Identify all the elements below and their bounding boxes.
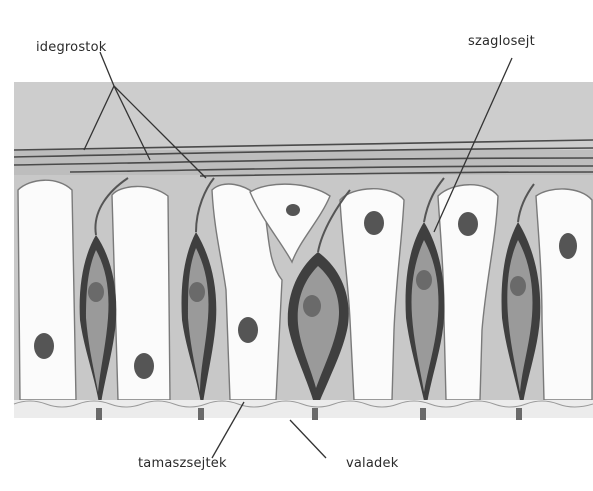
nucleus — [559, 233, 577, 259]
nucleus — [238, 317, 258, 343]
support-cell — [18, 180, 76, 400]
label-supporting-cells: tamaszsejtek — [138, 456, 227, 471]
label-secretion: valadek — [346, 456, 398, 471]
nucleus — [286, 204, 300, 216]
label-nerve-fibers: idegrostok — [36, 40, 106, 55]
leader-bottom-right — [290, 420, 326, 458]
nucleus — [458, 212, 478, 236]
nucleus — [364, 211, 384, 235]
label-olfactory-cell: szaglosejt — [468, 34, 535, 49]
support-cell — [536, 189, 592, 400]
nucleus — [134, 353, 154, 379]
leader-top-left-stem — [100, 52, 114, 86]
nucleus — [34, 333, 54, 359]
